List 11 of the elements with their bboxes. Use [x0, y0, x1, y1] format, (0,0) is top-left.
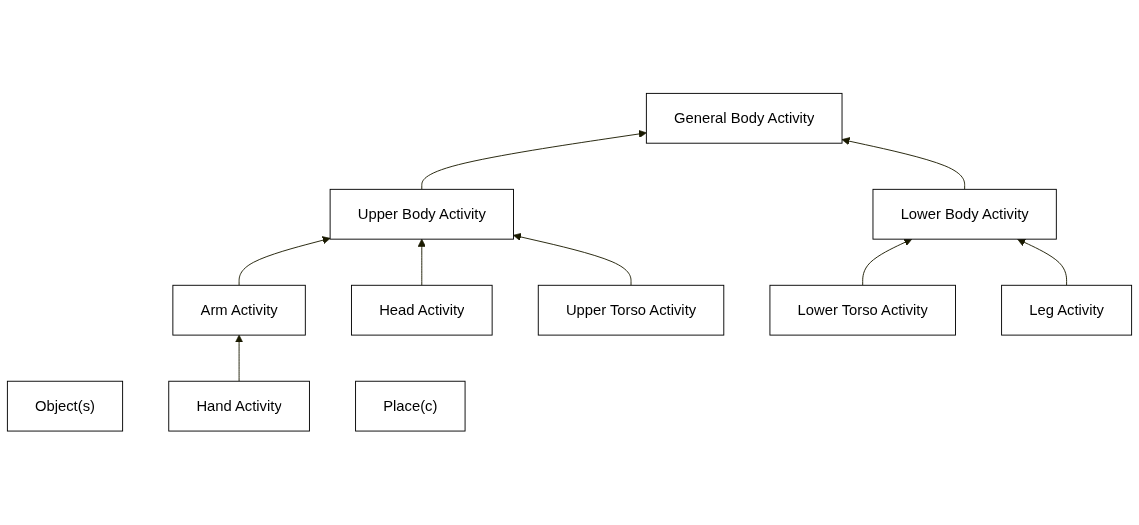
node-box: Hand Activity — [168, 381, 310, 432]
node-box: Lower Body Activity — [872, 189, 1057, 240]
node-box: Upper Body Activity — [329, 189, 514, 240]
node-box: Lower Torso Activity — [769, 285, 956, 336]
node-box: Object(s) — [6, 381, 124, 432]
node-box: Head Activity — [351, 285, 493, 336]
node-box: Arm Activity — [172, 285, 306, 336]
node-box: General Body Activity — [645, 93, 843, 144]
node-box: Leg Activity — [1001, 285, 1133, 336]
node-box: Place(c) — [355, 381, 466, 432]
node-box: Upper Torso Activity — [537, 285, 725, 336]
